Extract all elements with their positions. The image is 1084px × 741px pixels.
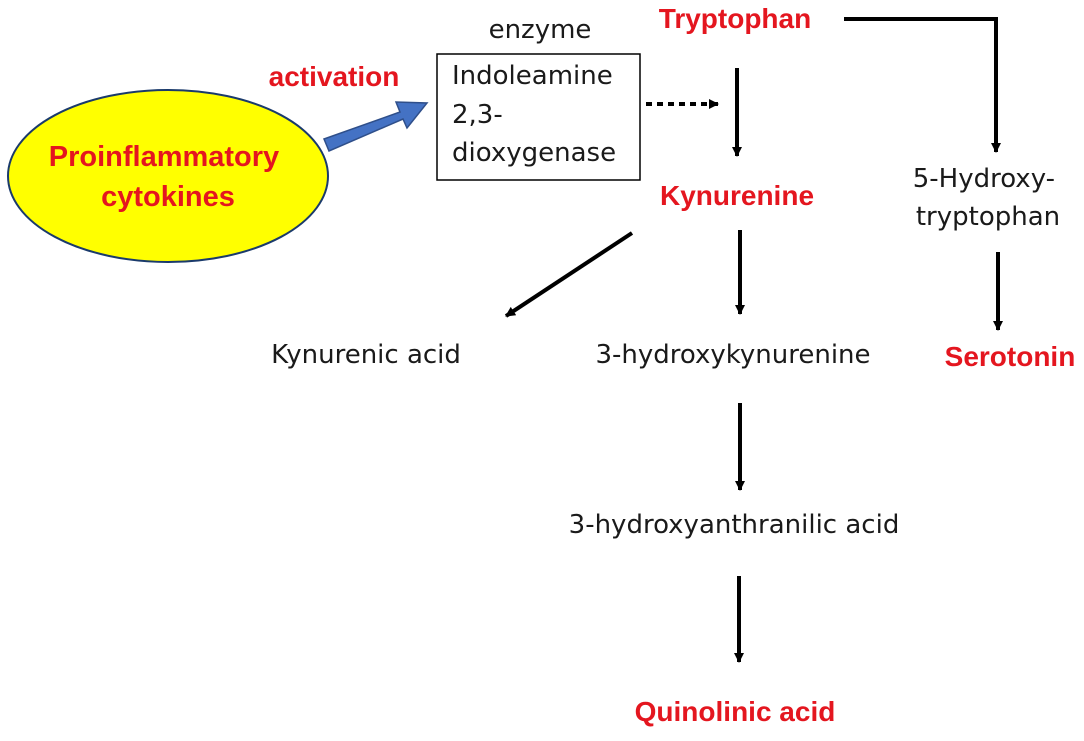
enzyme-name-line-2: 2,3- [452,100,503,130]
cytokines-label-line-1: Proinflammatory [49,141,279,173]
enzyme-box [436,53,641,181]
hydroxyanthranilic-acid-label: 3-hydroxyanthranilic acid [569,510,900,540]
enzyme-name: Indoleamine 2,3- dioxygenase [452,61,621,168]
quinolinic-acid-label: Quinolinic acid [635,696,836,727]
hydroxytryptophan-line-1: 5-Hydroxy- [913,164,1055,194]
cytokines-label-line-2: cytokines [101,181,235,213]
cytokines-label: Proinflammatory cytokines [49,141,288,213]
cytokines-ellipse [7,89,329,263]
tryptophan-label: Tryptophan [659,3,811,34]
kynurenic-acid-label: Kynurenic acid [271,340,461,370]
kynurenine-to-kynurenic-acid-arrow [504,231,634,318]
enzyme-name-line-3: dioxygenase [452,138,616,168]
kynurenine-label: Kynurenine [660,180,814,211]
hydroxytryptophan-label: 5-Hydroxy- tryptophan [913,164,1064,232]
enzyme-name-line-1: Indoleamine [452,61,613,91]
hydroxytryptophan-line-2: tryptophan [916,202,1060,232]
serotonin-label: Serotonin [945,341,1076,372]
tryptophan-to-hydroxytryptophan-arrow [844,17,1001,153]
activation-arrow [323,101,429,152]
activation-label: activation [269,61,400,92]
enzyme-label: enzyme [489,15,592,45]
hydroxykynurenine-label: 3-hydroxykynurenine [595,340,870,370]
